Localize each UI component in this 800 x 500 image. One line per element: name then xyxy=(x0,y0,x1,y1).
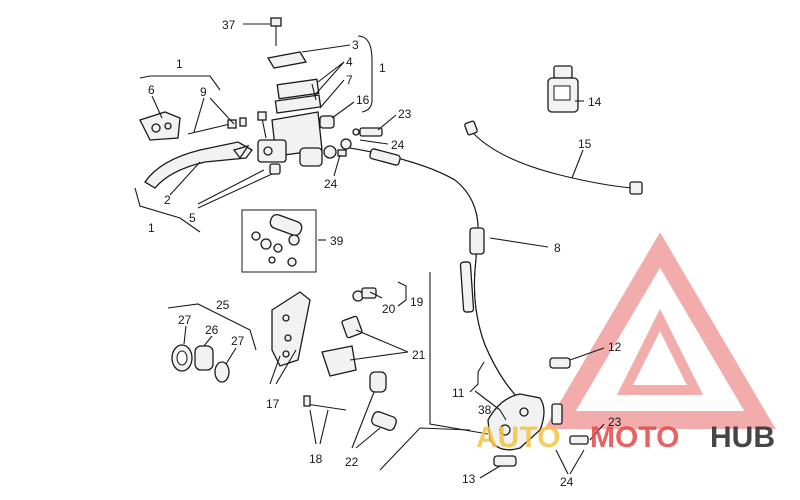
callout-23-top: 23 xyxy=(398,107,412,121)
callout-23-bottom: 23 xyxy=(608,415,622,429)
callout-27-right: 27 xyxy=(231,334,245,348)
callout-19: 19 xyxy=(410,295,424,309)
master-cylinder xyxy=(257,17,337,167)
caliper-assembly xyxy=(487,357,589,467)
watermark-hub: HUB xyxy=(710,421,775,454)
callout-20: 20 xyxy=(382,302,396,316)
callout-27-left: 27 xyxy=(178,313,192,327)
callout-21: 21 xyxy=(412,348,426,362)
callout-24-mid: 24 xyxy=(324,177,338,191)
callout-26: 26 xyxy=(205,323,219,337)
leader-lines xyxy=(134,23,605,479)
callout-18: 18 xyxy=(309,452,323,466)
watermark-logo xyxy=(544,232,776,429)
callout-1-bottom: 1 xyxy=(148,221,155,235)
callout-15: 15 xyxy=(578,137,592,151)
callout-24-top: 24 xyxy=(391,138,405,152)
callout-37: 37 xyxy=(222,18,236,32)
brake-hose xyxy=(349,147,521,401)
callout-1-left: 1 xyxy=(176,57,183,71)
callout-11: 11 xyxy=(452,386,465,400)
callout-2: 2 xyxy=(164,193,171,207)
watermark-auto: AUTO xyxy=(476,421,560,454)
mounting-plate xyxy=(271,291,311,367)
fluid-bottle xyxy=(547,65,579,113)
callout-38: 38 xyxy=(478,403,492,417)
callout-9: 9 xyxy=(200,85,207,99)
callout-5: 5 xyxy=(189,211,196,225)
callout-25: 25 xyxy=(216,298,230,312)
watermark-text: AUTO MOTO HUB xyxy=(476,421,775,454)
seal-kit xyxy=(171,344,230,383)
watermark-moto: MOTO xyxy=(590,421,679,454)
callout-14: 14 xyxy=(588,95,602,109)
sensor-cable xyxy=(464,120,643,195)
callout-3: 3 xyxy=(352,38,359,52)
callout-24-bottom: 24 xyxy=(560,475,574,489)
callout-12: 12 xyxy=(608,340,622,354)
callout-labels: 37 3 4 7 1 16 23 24 24 14 15 1 6 9 2 5 1… xyxy=(148,18,622,489)
banjo-fittings xyxy=(337,127,383,157)
callout-17: 17 xyxy=(266,397,280,411)
callout-7: 7 xyxy=(346,73,353,87)
callout-16: 16 xyxy=(356,93,370,107)
repair-kit xyxy=(241,209,317,273)
callout-13: 13 xyxy=(462,472,476,486)
brake-lever xyxy=(139,111,281,189)
callout-22: 22 xyxy=(345,455,359,469)
callout-4: 4 xyxy=(346,55,353,69)
callout-8: 8 xyxy=(554,241,561,255)
clips-and-pins xyxy=(303,287,397,431)
callout-39: 39 xyxy=(330,234,344,248)
callout-1-top: 1 xyxy=(379,61,386,75)
callout-6: 6 xyxy=(148,83,155,97)
